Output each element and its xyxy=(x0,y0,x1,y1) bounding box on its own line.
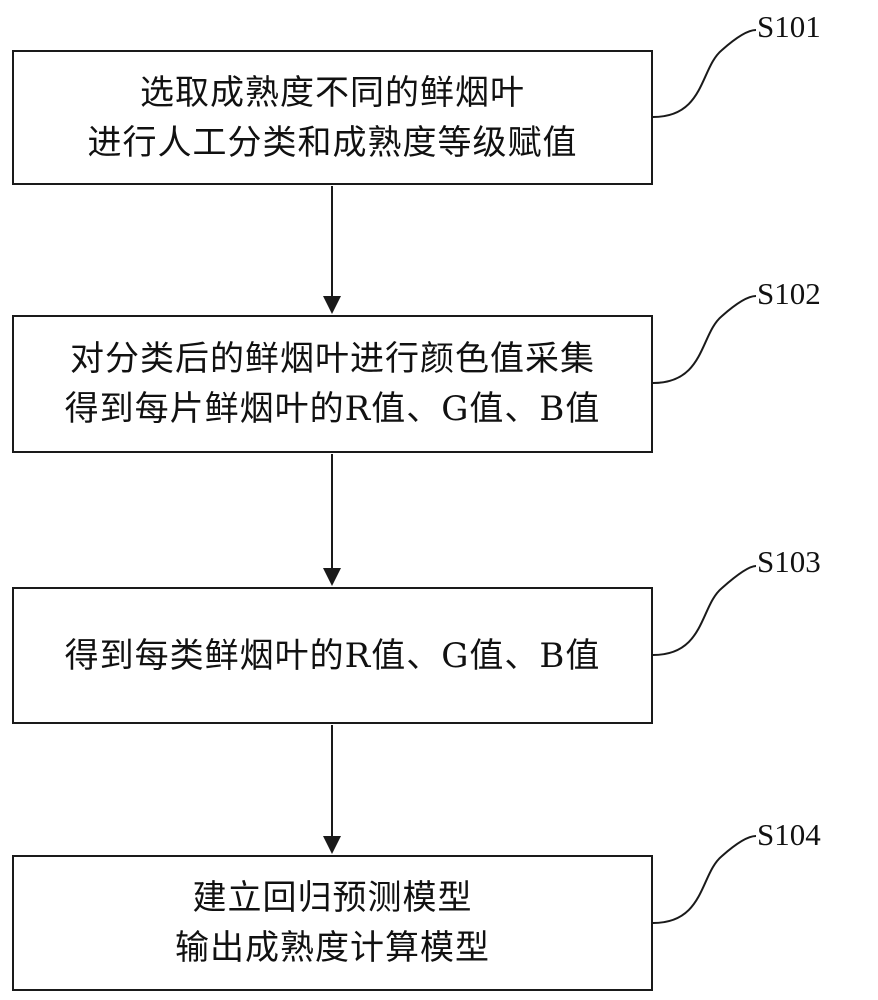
step-label-s103: S103 xyxy=(757,544,821,579)
step-text-line: 建立回归预测模型 xyxy=(192,878,473,918)
leader-line-s102 xyxy=(652,295,757,384)
step-box-s103: 得到每类鲜烟叶的R值、G值、B值 xyxy=(12,587,653,724)
step-label-s104: S104 xyxy=(757,817,821,852)
step-label-s102: S102 xyxy=(757,276,821,311)
step-text-line: 得到每片鲜烟叶的R值、G值、B值 xyxy=(64,389,601,429)
step-text-line: 进行人工分类和成熟度等级赋值 xyxy=(87,122,578,163)
arrowhead-s102-icon xyxy=(323,296,341,314)
step-box-s104: 建立回归预测模型 输出成熟度计算模型 xyxy=(12,855,653,991)
leader-line-s101 xyxy=(652,29,757,118)
step-text-line: 输出成熟度计算模型 xyxy=(175,928,490,968)
arrowhead-s104-icon xyxy=(323,836,341,854)
arrowhead-s103-icon xyxy=(323,568,341,586)
step-text-line: 选取成熟度不同的鲜烟叶 xyxy=(140,72,525,113)
step-box-s102: 对分类后的鲜烟叶进行颜色值采集 得到每片鲜烟叶的R值、G值、B值 xyxy=(12,315,653,453)
leader-line-s104 xyxy=(652,835,757,924)
step-label-s101: S101 xyxy=(757,9,821,44)
step-text-line: 得到每类鲜烟叶的R值、G值、B值 xyxy=(64,635,601,676)
leader-line-s103 xyxy=(652,565,757,656)
step-box-s101: 选取成熟度不同的鲜烟叶 进行人工分类和成熟度等级赋值 xyxy=(12,50,653,185)
step-text-line: 对分类后的鲜烟叶进行颜色值采集 xyxy=(70,339,595,379)
